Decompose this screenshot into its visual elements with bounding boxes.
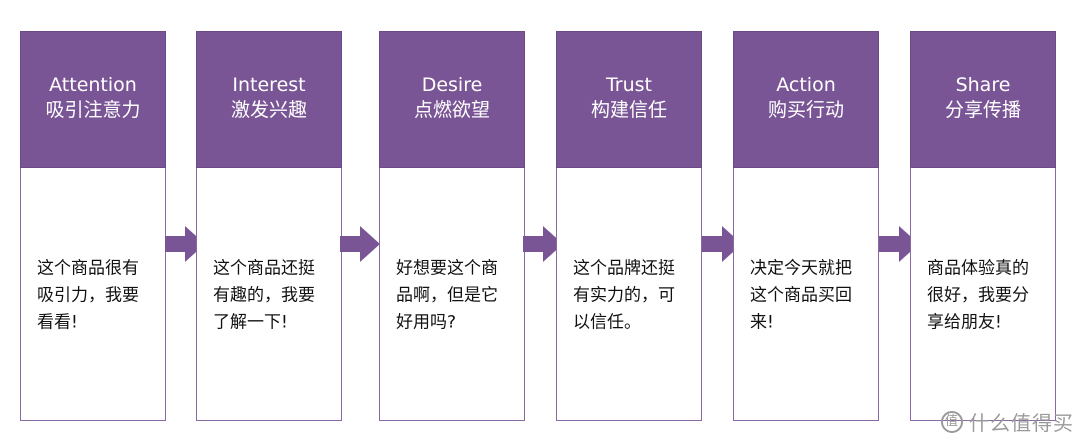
stage-body-attention: 这个商品很有吸引力，我要看看! — [20, 168, 166, 421]
stage-header-interest: Interest 激发兴趣 — [196, 31, 342, 168]
stage-card-desire: Desire 点燃欲望 好想要这个商品啊，但是它好用吗? — [379, 31, 525, 421]
stage-title-cn: 构建信任 — [590, 99, 667, 121]
stage-header-share: Share 分享传播 — [910, 31, 1056, 168]
stage-card-trust: Trust 构建信任 这个品牌还挺有实力的，可以信任。 — [556, 31, 702, 421]
stage-title-cn: 激发兴趣 — [230, 99, 307, 121]
stage-title-cn: 吸引注意力 — [45, 99, 141, 121]
watermark-text: 什么值得买 — [969, 411, 1074, 435]
watermark: 值 什么值得买 — [941, 407, 1074, 436]
stage-description: 商品体验真的很好，我要分享给朋友! — [927, 258, 1029, 333]
stage-body-interest: 这个商品还挺有趣的，我要了解一下! — [196, 168, 342, 421]
right-arrow-icon — [340, 226, 380, 262]
stage-description: 这个品牌还挺有实力的，可以信任。 — [573, 258, 675, 333]
stage-description: 这个商品很有吸引力，我要看看! — [37, 258, 139, 333]
stage-title-en: Share — [955, 74, 1011, 96]
stage-description: 决定今天就把这个商品买回来! — [750, 258, 852, 333]
stage-description: 好想要这个商品啊，但是它好用吗? — [396, 258, 498, 333]
stage-body-action: 决定今天就把这个商品买回来! — [733, 168, 879, 421]
stage-body-desire: 好想要这个商品啊，但是它好用吗? — [379, 168, 525, 421]
stage-title-cn: 分享传播 — [944, 99, 1021, 121]
stage-header-action: Action 购买行动 — [733, 31, 879, 168]
stage-title-en: Action — [776, 74, 836, 96]
stage-header-trust: Trust 构建信任 — [556, 31, 702, 168]
stage-header-desire: Desire 点燃欲望 — [379, 31, 525, 168]
stage-card-share: Share 分享传播 商品体验真的很好，我要分享给朋友! — [910, 31, 1056, 421]
stage-card-attention: Attention 吸引注意力 这个商品很有吸引力，我要看看! — [20, 31, 166, 421]
stage-header-attention: Attention 吸引注意力 — [20, 31, 166, 168]
stage-body-trust: 这个品牌还挺有实力的，可以信任。 — [556, 168, 702, 421]
right-arrow-icon — [879, 226, 919, 262]
stage-title-en: Desire — [421, 74, 483, 96]
right-arrow-icon — [165, 226, 205, 262]
watermark-logo-icon: 值 — [941, 410, 963, 433]
stage-title-cn: 购买行动 — [767, 99, 844, 121]
stage-title-en: Trust — [605, 74, 652, 96]
right-arrow-icon — [702, 226, 742, 262]
stage-card-interest: Interest 激发兴趣 这个商品还挺有趣的，我要了解一下! — [196, 31, 342, 421]
stage-card-action: Action 购买行动 决定今天就把这个商品买回来! — [733, 31, 879, 421]
stage-title-cn: 点燃欲望 — [413, 99, 490, 121]
right-arrow-icon — [523, 226, 563, 262]
stage-description: 这个商品还挺有趣的，我要了解一下! — [213, 258, 315, 333]
stage-title-en: Attention — [49, 74, 137, 96]
stage-body-share: 商品体验真的很好，我要分享给朋友! — [910, 168, 1056, 421]
stage-title-en: Interest — [232, 74, 306, 96]
